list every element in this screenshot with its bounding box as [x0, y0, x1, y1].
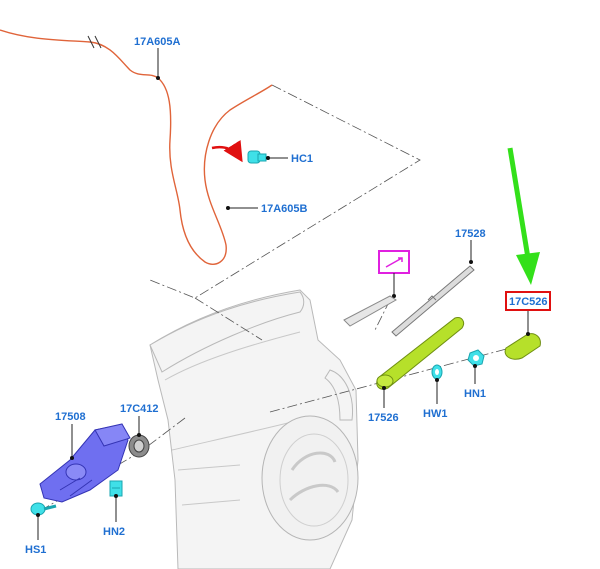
wiper-blade-17528: [391, 240, 475, 337]
label-17a605a: 17A605A: [134, 36, 181, 48]
label-hn2: HN2: [103, 526, 125, 538]
tailgate-body: [149, 289, 359, 569]
arm-cap-17c526: [504, 291, 551, 360]
harness-clip-hc1: [211, 139, 288, 164]
label-hn1: HN1: [464, 388, 486, 400]
label-17508: 17508: [55, 411, 86, 423]
red-arrow-icon: [211, 139, 243, 163]
green-arrow-icon: [507, 147, 540, 285]
label-17c412: 17C412: [120, 403, 159, 415]
label-17526: 17526: [368, 412, 399, 424]
screw-hs1: [30, 502, 57, 540]
nut-hn2: [109, 480, 123, 522]
label-hc1: HC1: [291, 153, 313, 165]
nut-hn1: [467, 349, 485, 384]
label-17c526: 17C526: [509, 296, 548, 308]
washer-hw1: [431, 364, 443, 404]
wiper-motor-cover-callout: [343, 250, 410, 327]
grommet-17c412: [128, 416, 150, 458]
spare-wheel-cover: [261, 415, 359, 541]
label-17528: 17528: [455, 228, 486, 240]
highlight-box: [505, 291, 551, 311]
wiper-arm-17526: [376, 317, 465, 408]
label-hw1: HW1: [423, 408, 447, 420]
wiper-motor-17508: [39, 423, 131, 503]
wiring-harness: [0, 29, 273, 265]
label-hs1: HS1: [25, 544, 46, 556]
label-17a605b: 17A605B: [261, 203, 308, 215]
